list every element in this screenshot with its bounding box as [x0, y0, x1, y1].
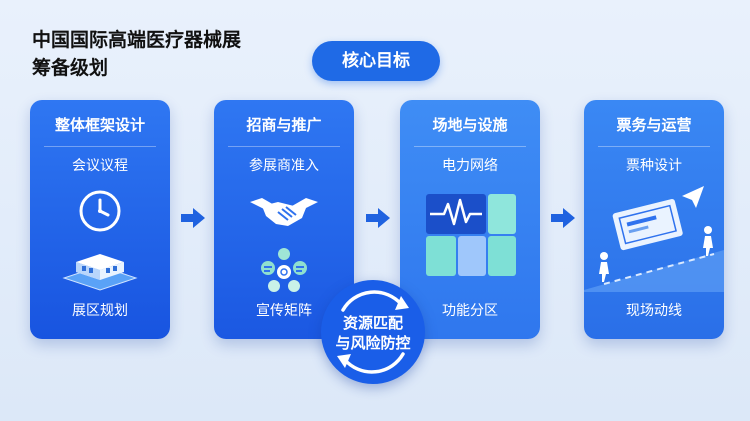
page-title-line1: 中国国际高端医疗器械展	[32, 29, 242, 51]
card-title: 整体框架设计	[54, 116, 145, 134]
card-title: 票务与运营	[616, 116, 692, 134]
card-footer: 宣传矩阵	[256, 303, 312, 319]
card-footer: 展区规划	[72, 303, 128, 319]
card-subtitle: 会议议程	[72, 158, 128, 174]
functional-zones-grid-icon	[426, 194, 516, 276]
card-subtitle: 电力网络	[442, 158, 498, 174]
card-ticketing-operations: 票务与运营 票种设计 现场动线	[584, 100, 724, 339]
arrow-right-icon	[551, 208, 575, 228]
card-framework-design: 整体框架设计 会议议程 展区规划	[30, 100, 170, 339]
page-title-line2: 筹备级划	[32, 57, 109, 79]
page-title: 中国国际高端医疗器械展 筹备级划	[32, 26, 292, 82]
card-divider	[414, 146, 526, 147]
handshake-icon	[250, 198, 318, 226]
card-recruitment-promotion: 招商与推广 参展商准入 宣传矩阵	[214, 100, 354, 339]
card-title: 招商与推广	[246, 116, 322, 134]
card-title: 场地与设施	[432, 116, 508, 134]
social-media-icon	[261, 248, 307, 292]
exhibition-hall-icon	[62, 254, 138, 291]
center-text: 资源匹配 与风险防控	[321, 313, 425, 353]
card-venue-facilities: 场地与设施 电力网络 功能分区	[400, 100, 540, 339]
center-text-line2: 与风险防控	[335, 334, 411, 352]
core-goal-badge: 核心目标	[312, 41, 440, 81]
card-footer: 功能分区	[442, 303, 498, 319]
card-subtitle: 参展商准入	[249, 158, 319, 174]
card-footer: 现场动线	[626, 303, 682, 319]
resource-matching-badge: 资源匹配 与风险防控	[321, 280, 425, 384]
card-divider	[598, 146, 710, 147]
card-divider	[228, 146, 340, 147]
card-divider	[44, 146, 156, 147]
arrow-right-icon	[366, 208, 390, 228]
arrow-right-icon	[181, 208, 205, 228]
card-subtitle: 票种设计	[626, 158, 682, 174]
ticket-flow-icon	[584, 186, 724, 292]
clock-icon	[79, 190, 121, 232]
center-text-line1: 资源匹配	[342, 314, 403, 332]
cycle-arrows-icon	[337, 290, 409, 374]
